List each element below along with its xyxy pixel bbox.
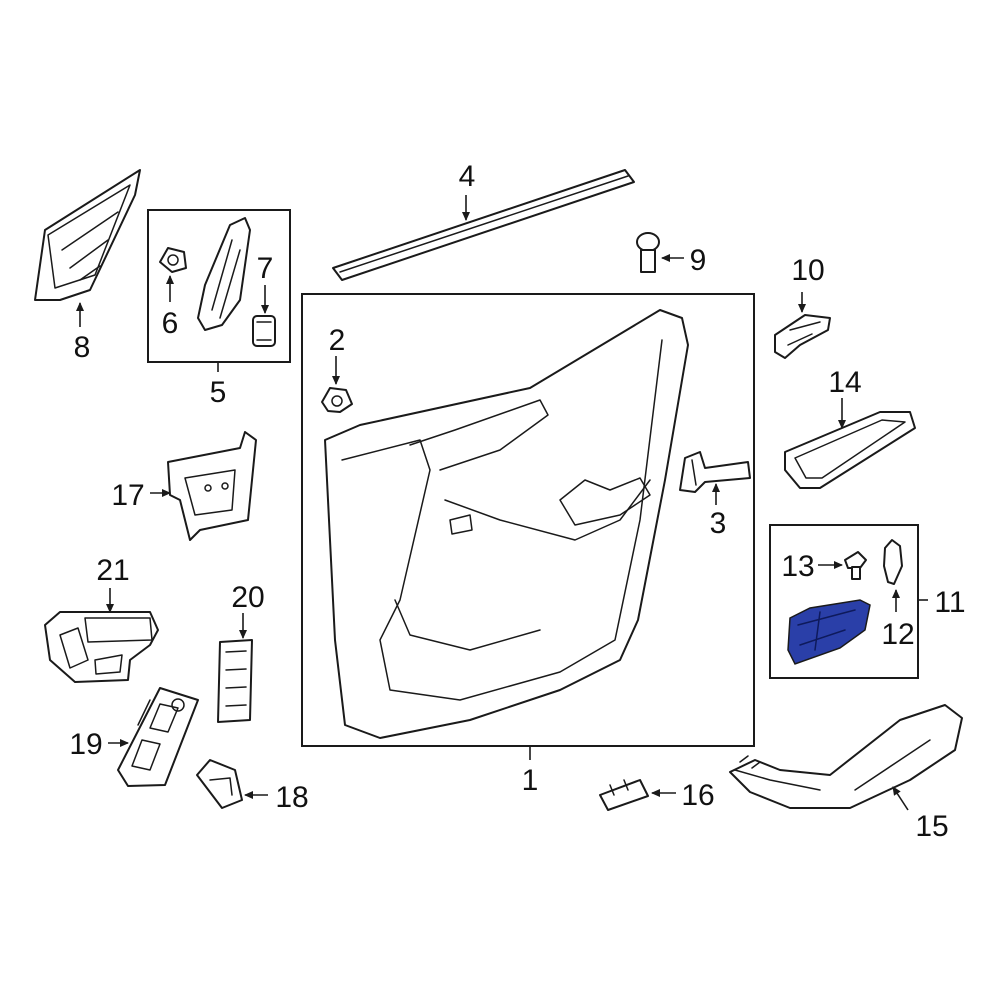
part-21-seat-switch[interactable] [44, 611, 159, 683]
part-18-switch[interactable] [196, 759, 243, 809]
callout-8: 8 [74, 331, 91, 364]
callout-9: 9 [690, 244, 707, 277]
group-frame-11 [769, 524, 919, 679]
callout-16: 16 [681, 779, 714, 812]
callout-20: 20 [231, 581, 264, 614]
part-8-mirror-cover[interactable] [34, 169, 141, 301]
callout-21: 21 [96, 554, 129, 587]
part-13-screw[interactable] [844, 551, 867, 580]
part-19-window-switch[interactable] [117, 687, 199, 787]
part-17-bracket[interactable] [167, 431, 257, 541]
part-10-bracket[interactable] [774, 314, 831, 359]
part-6-clip[interactable] [159, 247, 187, 273]
part-4-belt-molding[interactable] [332, 169, 635, 281]
part-20-switch-strip[interactable] [217, 639, 253, 723]
part-1-door-panel[interactable] [324, 309, 689, 739]
part-3-bracket[interactable] [679, 451, 751, 493]
part-2-clip[interactable] [321, 387, 353, 413]
part-11-handle-highlighted[interactable] [787, 599, 871, 665]
group-frame-1 [301, 293, 755, 747]
callout-1: 1 [522, 764, 539, 797]
part-15-pull-handle[interactable] [729, 704, 963, 809]
callout-15: 15 [915, 810, 948, 843]
part-5-trim-piece[interactable] [197, 217, 251, 331]
callout-13: 13 [781, 550, 814, 583]
callout-3: 3 [710, 507, 727, 540]
callout-18: 18 [275, 781, 308, 814]
callout-7: 7 [257, 252, 274, 285]
group-frame-5 [147, 209, 291, 363]
callout-11: 11 [934, 586, 965, 619]
callout-17: 17 [111, 479, 144, 512]
leader-15 [892, 786, 909, 811]
callout-12: 12 [881, 618, 914, 651]
part-7-grommet[interactable] [252, 315, 276, 347]
callout-6: 6 [162, 307, 179, 340]
callout-4: 4 [459, 160, 476, 193]
callout-5: 5 [210, 376, 227, 409]
callout-14: 14 [828, 366, 861, 399]
part-14-armrest-cover[interactable] [784, 411, 916, 489]
part-12-clip[interactable] [883, 539, 903, 585]
callout-19: 19 [69, 728, 102, 761]
part-16-lamp[interactable] [599, 779, 649, 811]
callout-10: 10 [791, 254, 824, 287]
part-9-bolt[interactable] [636, 232, 660, 273]
callout-2: 2 [329, 324, 346, 357]
